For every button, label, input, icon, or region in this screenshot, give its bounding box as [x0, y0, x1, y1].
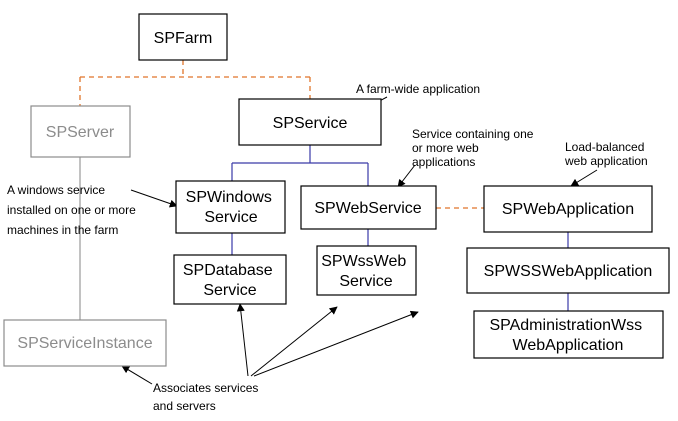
annotation-farm-wide: A farm-wide application [356, 82, 480, 96]
annotation-associates: Associates services and servers [153, 381, 262, 413]
annotation-load-balanced: Load-balanced web application [564, 140, 648, 168]
associates-arrow-database [236, 303, 249, 377]
spwebapplication-node: SPWebApplication [483, 185, 653, 233]
spadministrationwsswebapplication-label: SPAdministrationWss WebApplication [489, 317, 646, 354]
service-to-children-connector [231, 145, 369, 186]
associates-arrow-wssweb [250, 306, 338, 377]
associates-arrow-right [253, 310, 419, 377]
annotation-windows-service: A windows service installed on one or mo… [7, 183, 139, 237]
spserviceinstance-node: SPServiceInstance [3, 319, 167, 367]
service-containing-arrow [397, 164, 416, 188]
spserver-node: SPServer [30, 105, 131, 158]
spservice-node: SPService [238, 98, 382, 146]
spwsswebapplication-label: SPWSSWebApplication [484, 263, 653, 280]
spfarm-label: SPFarm [154, 30, 213, 47]
spwsswebservice-label: SPWssWeb Service [321, 253, 411, 290]
spadministrationwsswebapplication-node: SPAdministrationWss WebApplication [473, 310, 664, 359]
spdatabaseservice-label: SPDatabase Service [183, 262, 277, 299]
spwebservice-node: SPWebService [300, 185, 437, 230]
spfarm-node: SPFarm [138, 13, 228, 61]
load-balanced-arrow [570, 169, 598, 187]
spservice-label: SPService [273, 115, 348, 132]
associates-arrow-instance [121, 365, 153, 385]
windows-service-arrow [130, 189, 178, 208]
spwebapplication-label: SPWebApplication [502, 201, 634, 218]
annotation-service-containing: Service containing one or more web appli… [412, 127, 537, 169]
spserviceinstance-label: SPServiceInstance [17, 335, 152, 352]
spwsswebapplication-node: SPWSSWebApplication [466, 247, 670, 294]
spdatabaseservice-node: SPDatabase Service [173, 254, 287, 305]
spwindowsservice-label: SPWindows Service [186, 189, 277, 226]
spwsswebservice-node: SPWssWeb Service [316, 245, 417, 296]
spwindowsservice-node: SPWindows Service [175, 180, 286, 234]
spserver-label: SPServer [46, 124, 115, 141]
spwebservice-label: SPWebService [314, 200, 421, 217]
